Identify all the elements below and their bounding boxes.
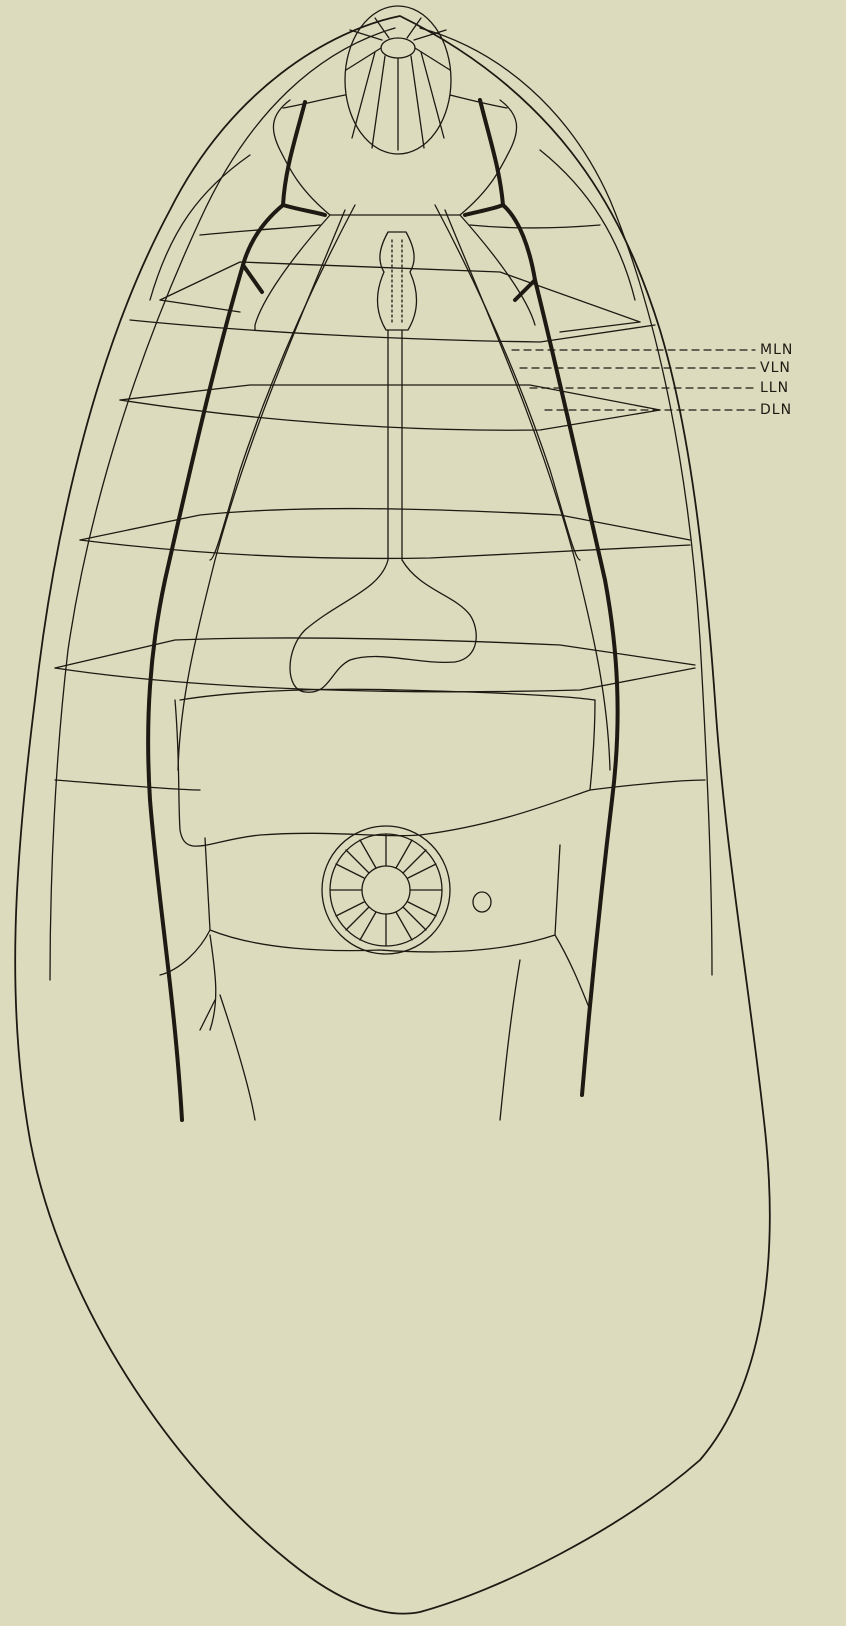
posterior-branches (160, 930, 590, 1120)
main-nerve-cords (148, 100, 617, 1120)
ventral-sucker (322, 826, 450, 954)
label-vln: VLN (760, 361, 791, 375)
pharynx (378, 232, 417, 330)
label-dln: DLN (760, 403, 792, 417)
label-lln: LLN (760, 381, 789, 395)
label-leaders (512, 350, 755, 410)
left-margin-line (50, 28, 395, 980)
excretory-pore (473, 892, 491, 912)
fine-nerve-network (150, 95, 635, 770)
oral-sucker (345, 6, 451, 154)
right-margin-line (420, 28, 712, 975)
right-nerve-cord (480, 100, 618, 1095)
pharynx-lining (392, 240, 402, 325)
left-nerve-cord (148, 102, 305, 1120)
label-mln: MLN (760, 343, 793, 357)
